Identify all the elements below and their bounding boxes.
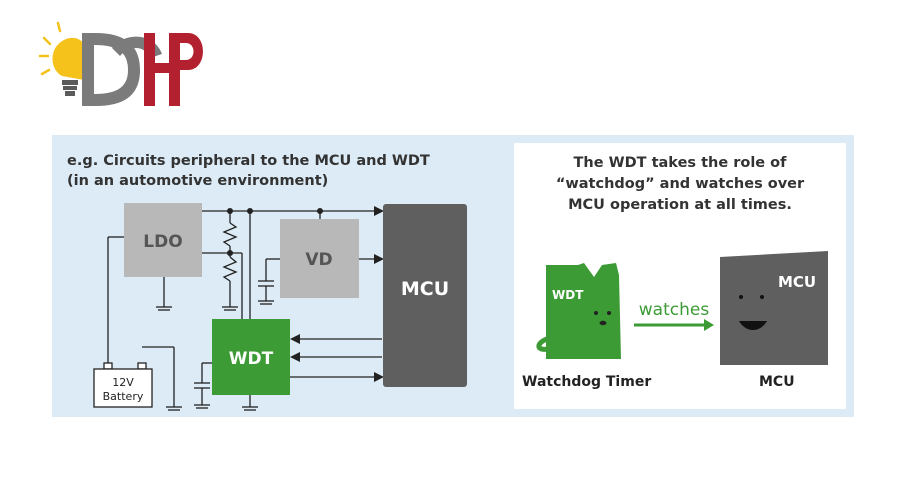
- lightbulb-icon: [38, 21, 84, 96]
- heading-line-1: e.g. Circuits peripheral to the MCU and …: [67, 153, 430, 169]
- heading-line-2: (in an automotive environment): [67, 173, 329, 189]
- mcu-label: MCU: [401, 278, 449, 300]
- caption-mcu: MCU: [759, 374, 795, 390]
- watchdog-illustration: WDT watches MCU: [536, 251, 828, 365]
- dog-label: WDT: [552, 288, 584, 302]
- watches-arrow: [634, 319, 714, 331]
- mcu-block: [383, 204, 467, 387]
- vd-block: [280, 219, 359, 298]
- caption-watchdog-timer: Watchdog Timer: [522, 374, 652, 390]
- wdt-block: [212, 319, 290, 395]
- wdt-label: WDT: [229, 349, 274, 369]
- battery: [93, 368, 153, 408]
- explanation-line-1: The WDT takes the role of: [573, 155, 787, 171]
- explanation-box: The WDT takes the role of “watchdog” and…: [514, 143, 846, 409]
- ldo-block: [124, 203, 202, 277]
- vd-label: VD: [305, 250, 332, 270]
- diagram-heading: e.g. Circuits peripheral to the MCU and …: [67, 151, 487, 191]
- explanation-text: The WDT takes the role of “watchdog” and…: [514, 153, 846, 216]
- logo-letters: [82, 33, 203, 106]
- mcu-face-icon: MCU: [720, 251, 828, 365]
- ldo-label: LDO: [143, 232, 182, 252]
- watchdog-icon: WDT: [536, 263, 621, 359]
- explanation-line-2: “watchdog” and watches over: [555, 176, 805, 192]
- arrow-label: watches: [639, 300, 710, 320]
- circuit-diagram: LDO VD MCU WDT 12V Battery: [93, 203, 467, 411]
- drhp-logo: [38, 21, 203, 106]
- battery-label: Battery: [103, 390, 144, 403]
- explanation-line-3: MCU operation at all times.: [568, 197, 792, 213]
- battery-voltage: 12V: [112, 376, 134, 389]
- mcu-chip-label: MCU: [778, 273, 816, 291]
